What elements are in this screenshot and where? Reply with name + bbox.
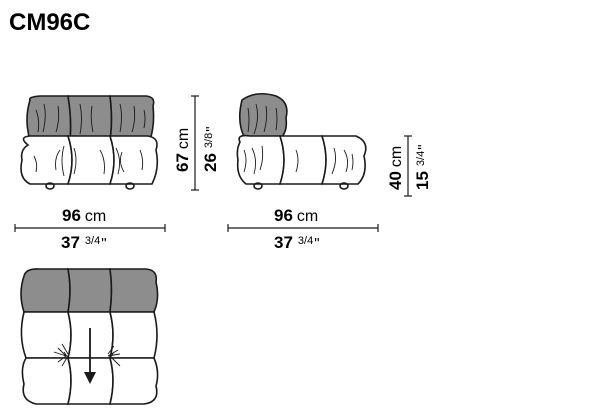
model-title: CM96C — [9, 9, 90, 36]
front-height-imperial: 263/8" — [201, 126, 220, 172]
top-seat-row-2 — [21, 355, 159, 405]
front-height-dimension: 67cm 263/8" — [173, 95, 220, 191]
side-height-metric: 40cm — [386, 146, 405, 190]
side-backrest — [238, 92, 288, 141]
front-backrest — [26, 95, 155, 141]
side-seat — [236, 134, 367, 190]
front-seat — [20, 135, 159, 190]
arrow-down-icon — [84, 328, 96, 384]
side-height-imperial: 153/4" — [413, 144, 432, 190]
top-view — [20, 268, 159, 405]
top-backrest-row — [20, 268, 159, 313]
side-height-dimension: 40cm 153/4" — [386, 135, 432, 197]
front-height-metric: 67cm — [173, 128, 192, 172]
